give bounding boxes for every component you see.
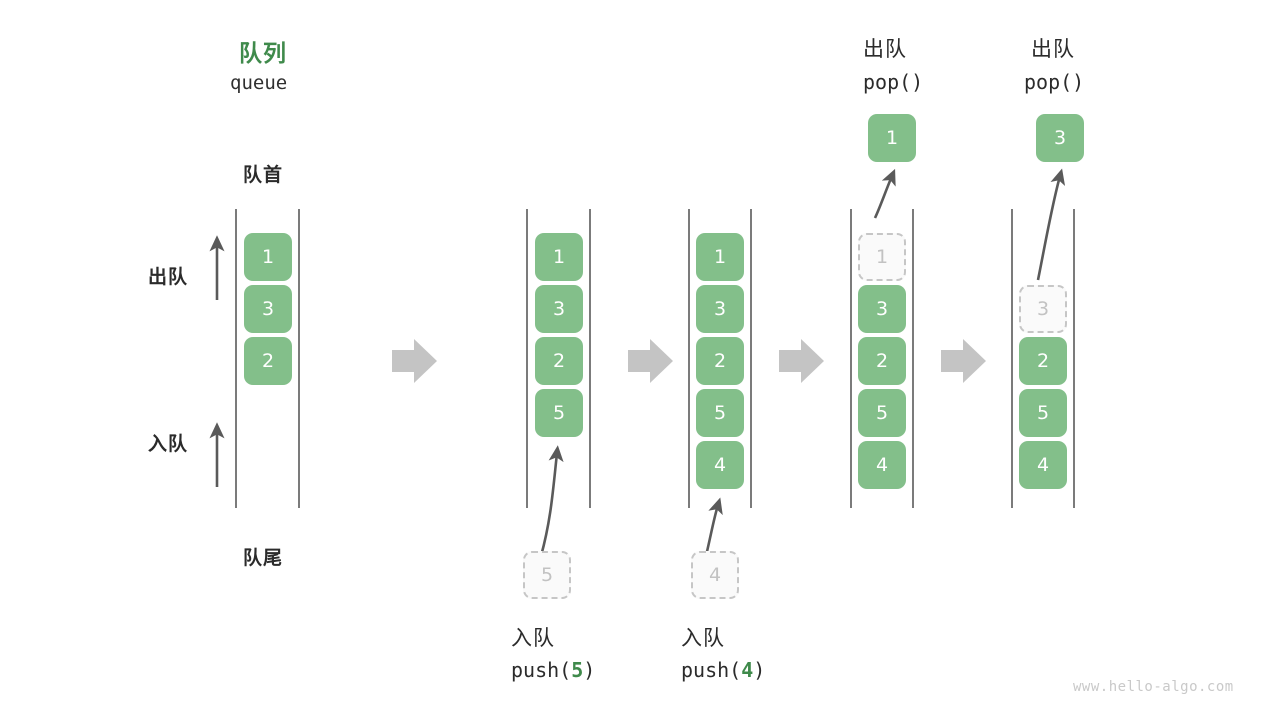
queue-cell: 5 — [696, 389, 744, 437]
incoming-element-ghost: 4 — [691, 551, 739, 599]
pop-1-caption-code: pop() — [863, 70, 924, 94]
step-arrow-2 — [628, 339, 673, 383]
push-4-caption-code: push(4) — [681, 658, 765, 682]
push-5-fn-open: push( — [511, 658, 572, 682]
queue-cell: 4 — [858, 441, 906, 489]
queue-cell-removed: 1 — [858, 233, 906, 281]
queue-cell: 3 — [244, 285, 292, 333]
popped-element: 3 — [1036, 114, 1084, 162]
rear-label: 队尾 — [243, 547, 284, 569]
enqueue-label: 入队 — [148, 433, 189, 455]
page-title-en: queue — [230, 72, 288, 94]
rail-column-5 — [1011, 209, 1075, 508]
rail-column-2 — [526, 209, 591, 508]
step-arrow-4 — [941, 339, 986, 383]
rail-column-3 — [688, 209, 752, 508]
queue-cell: 1 — [535, 233, 583, 281]
pop-3-caption-cn: 出队 — [1031, 37, 1075, 61]
queue-cell: 2 — [535, 337, 583, 385]
queue-cell-new: 5 — [535, 389, 583, 437]
push-4-connector — [704, 497, 723, 557]
step-arrow-3 — [779, 339, 824, 383]
queue-cell: 2 — [1019, 337, 1067, 385]
queue-cell: 4 — [1019, 441, 1067, 489]
queue-cell: 2 — [858, 337, 906, 385]
step-arrow-1 — [392, 339, 437, 383]
queue-cell: 5 — [1019, 389, 1067, 437]
push-4-fn-arg: 4 — [741, 658, 754, 682]
push-5-fn-arg: 5 — [571, 658, 584, 682]
incoming-element-ghost: 5 — [523, 551, 571, 599]
push-5-connector — [539, 445, 564, 557]
queue-cell: 1 — [696, 233, 744, 281]
queue-cell-removed: 3 — [1019, 285, 1067, 333]
queue-cell: 2 — [696, 337, 744, 385]
front-label: 队首 — [243, 164, 284, 186]
push-5-caption-cn: 入队 — [511, 626, 555, 650]
push-4-fn-close: ) — [753, 658, 766, 682]
push-5-caption-code: push(5) — [511, 658, 595, 682]
push-4-fn-open: push( — [681, 658, 742, 682]
queue-cell: 1 — [244, 233, 292, 281]
queue-cell: 5 — [858, 389, 906, 437]
dequeue-label: 出队 — [148, 266, 189, 288]
push-5-fn-close: ) — [583, 658, 596, 682]
rail-column-4 — [850, 209, 914, 508]
popped-element: 1 — [868, 114, 916, 162]
pop-3-caption-code: pop() — [1024, 70, 1085, 94]
queue-cell: 3 — [535, 285, 583, 333]
watermark: www.hello-algo.com — [1073, 679, 1234, 695]
queue-cell: 2 — [244, 337, 292, 385]
push-4-caption-cn: 入队 — [681, 626, 725, 650]
pop-1-connector — [873, 168, 896, 219]
page-title-cn: 队列 — [239, 41, 287, 67]
pop-3-connector — [1036, 168, 1066, 281]
queue-cell: 3 — [696, 285, 744, 333]
rail-column-1 — [235, 209, 300, 508]
pop-1-caption-cn: 出队 — [863, 37, 907, 61]
queue-cell-new: 4 — [696, 441, 744, 489]
queue-cell: 3 — [858, 285, 906, 333]
